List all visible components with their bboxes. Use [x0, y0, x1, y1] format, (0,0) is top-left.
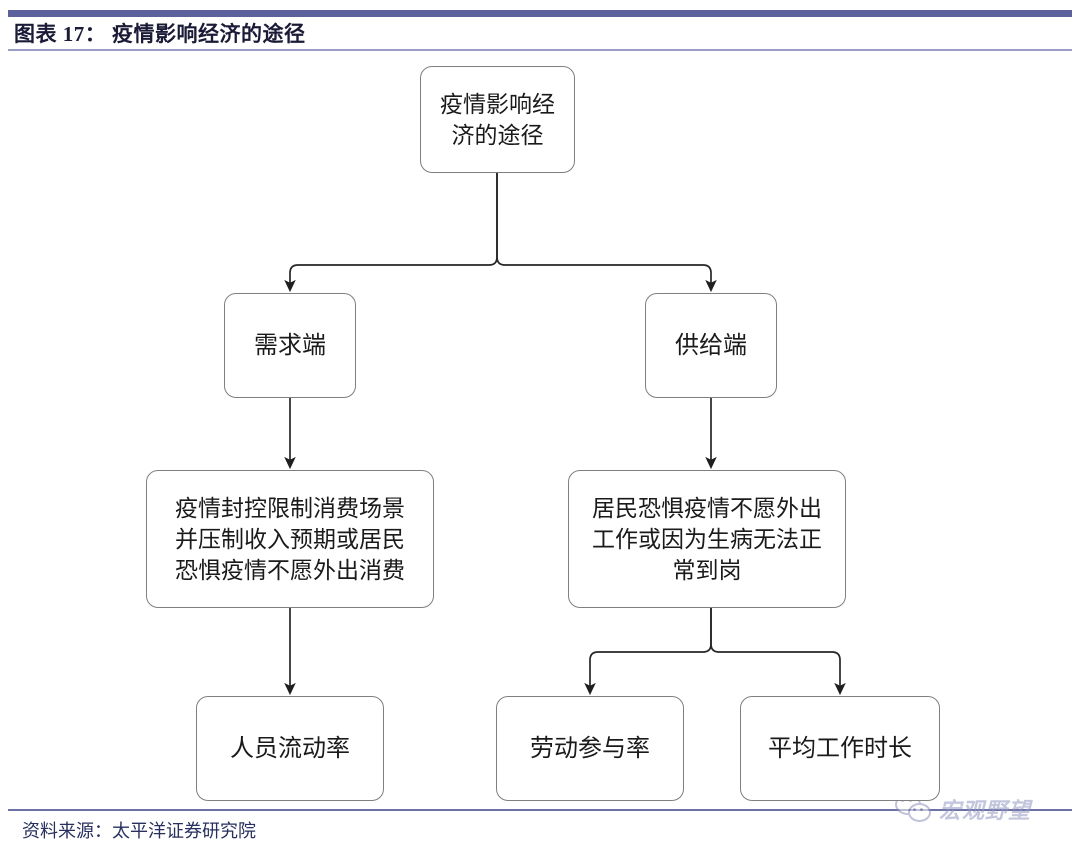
edge-root-to-supply [496, 173, 717, 293]
node-personnel-mobility-rate[interactable]: 人员流动率 [196, 696, 384, 801]
page-title: 图表 17： 疫情影响经济的途径 [14, 22, 306, 46]
node-root[interactable]: 疫情影响经 济的途径 [420, 66, 575, 173]
node-supply-detail-label: 居民恐惧疫情不愿外出 工作或因为生病无法正 常到岗 [592, 494, 822, 583]
node-labor-participation-rate-label: 劳动参与率 [530, 734, 650, 762]
node-demand-side[interactable]: 需求端 [224, 293, 356, 398]
flowchart-canvas: 疫情影响经 济的途径 需求端 供给端 疫情封控限制消费场景 并压制收入预期或居民… [0, 52, 1080, 807]
node-average-working-hours-label: 平均工作时长 [768, 734, 912, 762]
node-supply-detail[interactable]: 居民恐惧疫情不愿外出 工作或因为生病无法正 常到岗 [568, 470, 846, 608]
source-note: 资料来源：太平洋证券研究院 [22, 821, 256, 841]
header-rule-top [8, 10, 1072, 17]
node-root-label: 疫情影响经 济的途径 [440, 90, 555, 148]
edge-supply-detail-to-hours [710, 608, 846, 696]
node-average-working-hours[interactable]: 平均工作时长 [740, 696, 940, 801]
node-demand-detail-label: 疫情封控限制消费场景 并压制收入预期或居民 恐惧疫情不愿外出消费 [175, 494, 405, 583]
footer-rule [8, 809, 1072, 811]
node-supply-side[interactable]: 供给端 [645, 293, 777, 398]
node-personnel-mobility-rate-label: 人员流动率 [230, 734, 350, 762]
flowchart-connectors [284, 173, 846, 696]
node-labor-participation-rate[interactable]: 劳动参与率 [496, 696, 684, 801]
node-demand-detail[interactable]: 疫情封控限制消费场景 并压制收入预期或居民 恐惧疫情不愿外出消费 [146, 470, 434, 608]
node-demand-side-label: 需求端 [254, 331, 326, 359]
edge-supply-detail-to-labor [584, 608, 712, 696]
header-rule-bottom [8, 49, 1072, 51]
node-supply-side-label: 供给端 [675, 331, 747, 359]
edge-root-to-demand [284, 173, 498, 293]
